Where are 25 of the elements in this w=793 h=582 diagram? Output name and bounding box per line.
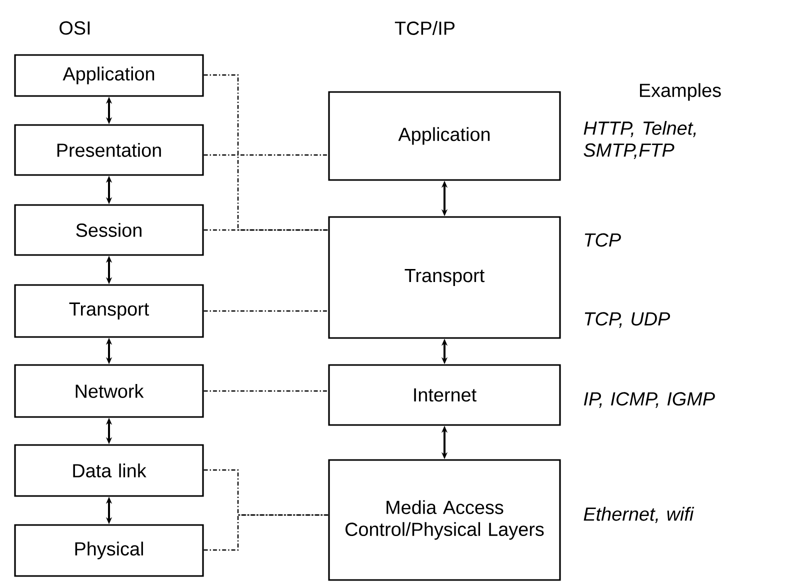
connector-line: [204, 154, 328, 156]
example-text: IP, ICMP, IGMP: [584, 392, 715, 408]
layer-box: Internet: [328, 364, 561, 426]
column-heading: OSI: [60, 21, 90, 35]
example-text: TCP: [584, 233, 621, 247]
example-text: TCP, UDP: [584, 312, 670, 328]
layer-box: Media Access Control/Physical Layers: [328, 459, 561, 581]
example-text: HTTP, Telnet, SMTP,FTP: [584, 120, 696, 160]
connector-line: [204, 229, 328, 231]
layer-box: Application: [14, 54, 204, 97]
layer-box: Data link: [14, 444, 204, 497]
layer-box: Session: [14, 204, 204, 256]
connector-line: [204, 310, 328, 312]
layer-box: Presentation: [14, 124, 204, 176]
layer-box: Application: [328, 91, 561, 181]
connector-line: [204, 514, 328, 551]
layer-box: Transport: [14, 284, 204, 338]
column-heading: Examples: [640, 83, 721, 101]
connector-line: [204, 74, 328, 231]
connector-line: [204, 390, 328, 392]
layer-box: Transport: [328, 216, 561, 339]
example-text: Ethernet, wifi: [584, 506, 694, 524]
layer-box: Network: [14, 364, 204, 418]
layer-box: Physical: [14, 524, 204, 577]
column-heading: TCP/IP: [394, 21, 454, 35]
